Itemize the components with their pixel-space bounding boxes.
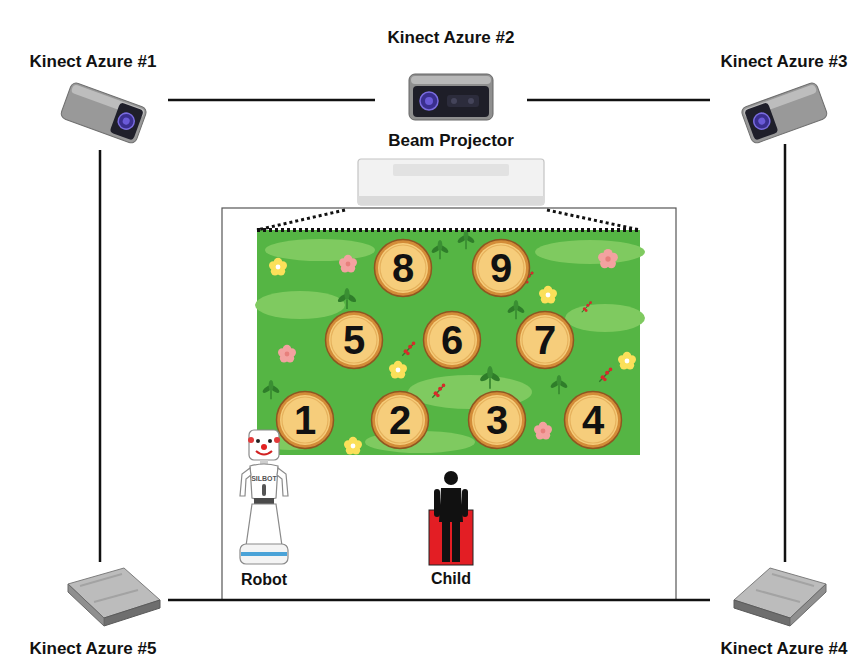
frame-line (784, 144, 787, 562)
stepping-stump: 4 (563, 390, 623, 450)
projection-beam (257, 210, 640, 230)
stepping-stump: 7 (515, 310, 575, 370)
camera-label: Kinect Azure #2 (375, 28, 527, 48)
kinect-camera: Kinect Azure #3 (710, 52, 858, 144)
kinect-camera-art (56, 78, 152, 146)
stump-number: 8 (373, 238, 433, 298)
stump-number: 2 (370, 390, 430, 450)
stump-number: 6 (422, 310, 482, 370)
projected-meadow (255, 230, 645, 455)
stepping-stump: 5 (324, 310, 384, 370)
stump-number: 3 (467, 390, 527, 450)
camera-label: Kinect Azure #1 (18, 52, 168, 72)
kinect-camera: Kinect Azure #4 (710, 562, 858, 660)
stepping-stump: 1 (275, 390, 335, 450)
figure-label: Beam Projector (355, 131, 547, 151)
kinect-camera: Kinect Azure #1 (18, 52, 168, 150)
projection-screen (222, 208, 676, 600)
kinect-camera-art (736, 78, 832, 146)
child-figure-art (421, 470, 481, 566)
stump-number: 5 (324, 310, 384, 370)
stepping-stump: 2 (370, 390, 430, 450)
frame-line (168, 599, 710, 602)
robot-figure-art (232, 428, 296, 566)
stump-number: 4 (563, 390, 623, 450)
figure-label: Robot (226, 570, 302, 590)
stepping-stump: 9 (471, 238, 531, 298)
frame-line (99, 150, 102, 562)
stump-number: 1 (275, 390, 335, 450)
kinect-camera-art (64, 562, 164, 630)
robot-brand: SILBOT (248, 474, 280, 483)
kinect-camera-art (407, 72, 495, 122)
kinect-camera: Kinect Azure #5 (18, 562, 168, 660)
stepping-stump: 6 (422, 310, 482, 370)
frame-line (168, 99, 375, 102)
figure-label: Child (420, 569, 482, 589)
stepping-stump: 3 (467, 390, 527, 450)
robot-figure: Robot (226, 428, 302, 592)
child-figure: Child (420, 470, 482, 590)
kinect-camera: Kinect Azure #2 (375, 28, 527, 124)
stepping-stump: 8 (373, 238, 433, 298)
camera-label: Kinect Azure #4 (710, 639, 858, 659)
stump-number: 7 (515, 310, 575, 370)
kinect-camera-art (730, 562, 830, 630)
camera-label: Kinect Azure #5 (18, 639, 168, 659)
beam-projector-art (357, 158, 545, 206)
beam-projector: Beam Projector (355, 131, 547, 208)
stump-number: 9 (471, 238, 531, 298)
frame-line (527, 99, 710, 102)
camera-label: Kinect Azure #3 (710, 52, 858, 72)
